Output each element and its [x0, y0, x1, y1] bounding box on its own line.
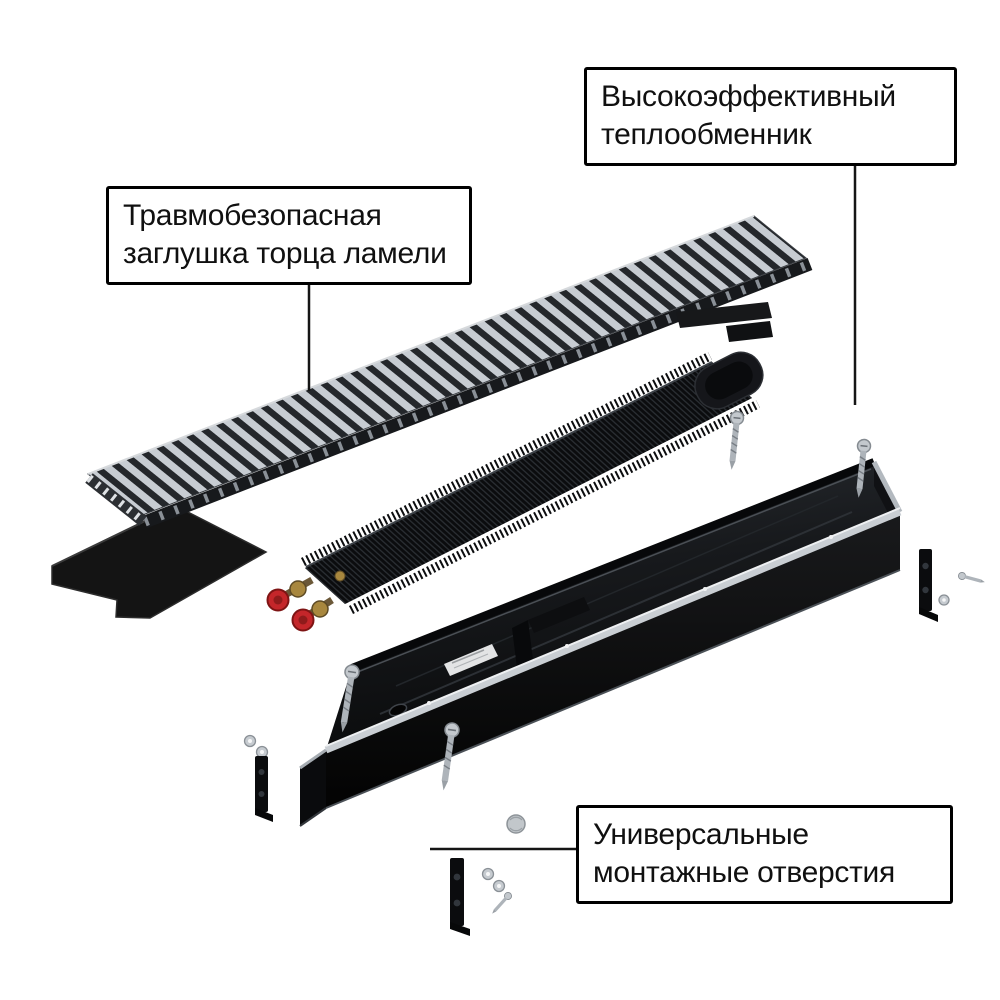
- callout-mounting-holes: Универсальные монтажные отверстия: [576, 805, 953, 904]
- washer-icon: [255, 745, 269, 759]
- grille-hanger-bracket-icon: [676, 302, 773, 342]
- casing-illustration: [299, 458, 903, 834]
- mounting-hardware: [243, 410, 985, 936]
- washer-icon: [492, 879, 506, 893]
- screw-icon: [492, 892, 512, 914]
- grille-top-edge: [87, 215, 755, 475]
- heat-exchanger-illustration: [266, 351, 764, 632]
- grille-illustration: [85, 215, 813, 529]
- screw-icon: [340, 664, 360, 733]
- washer-icon: [243, 734, 257, 748]
- washer-icon: [481, 867, 495, 881]
- callout-end-cap: Травмобезопасная заглушка торца ламели: [106, 186, 472, 285]
- valve-connections-icon: [266, 570, 346, 632]
- washer-icon: [938, 594, 950, 606]
- mounting-bracket-icon: [450, 858, 470, 936]
- screw-icon: [958, 572, 985, 583]
- mounting-bracket-icon: [919, 549, 938, 622]
- screw-icon: [441, 722, 460, 791]
- label-sticker: [444, 644, 498, 676]
- callout-heat-exchanger: Высокоэффективный теплообменник: [584, 67, 957, 166]
- screw-icon: [729, 410, 745, 470]
- screw-icon: [856, 438, 872, 498]
- leader-lines: [307, 161, 857, 851]
- exchanger-end-bend: [694, 351, 764, 410]
- mounting-bracket-icon: [255, 756, 273, 822]
- knockout-plug-icon: [506, 814, 526, 834]
